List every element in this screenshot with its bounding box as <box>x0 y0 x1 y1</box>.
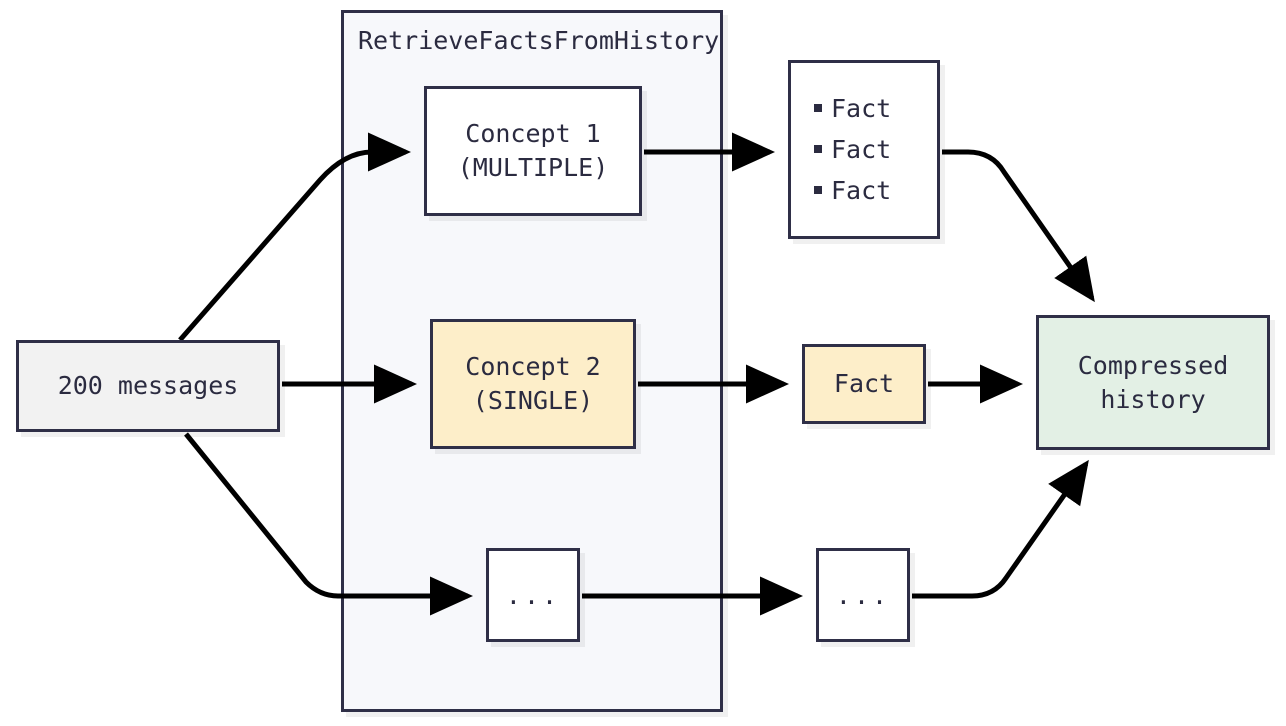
node-concept-1[interactable]: Concept 1 (MULTIPLE) <box>424 86 642 216</box>
edge-fact-list-to-compressed <box>942 149 1095 303</box>
node-fact-list[interactable]: Fact Fact Fact <box>788 60 940 239</box>
fact-list: Fact Fact Fact <box>813 88 891 212</box>
node-compressed-history-line2: history <box>1100 384 1206 414</box>
node-concept-1-cardinality: (MULTIPLE) <box>457 153 609 182</box>
node-ellipsis-facts-label: ... <box>835 580 891 610</box>
list-item: Fact <box>814 129 892 170</box>
fact-list-item-label: Fact <box>831 176 892 206</box>
square-bullet-icon <box>814 186 822 195</box>
square-bullet-icon <box>814 144 822 153</box>
node-ellipsis-concepts-label: ... <box>505 580 561 610</box>
list-item: Fact <box>814 170 892 211</box>
node-compressed-history[interactable]: Compressed history <box>1036 315 1270 450</box>
node-concept-2-title: Concept 2 <box>465 352 601 382</box>
node-ellipsis-facts[interactable]: ... <box>816 548 910 642</box>
edge-dots-outer-to-compressed <box>912 459 1089 599</box>
fact-list-item-label: Fact <box>831 134 892 164</box>
node-ellipsis-concepts[interactable]: ... <box>486 548 580 642</box>
list-item: Fact <box>814 88 892 129</box>
node-concept-2-cardinality: (SINGLE) <box>472 386 594 415</box>
node-compressed-history-line1: Compressed <box>1077 350 1229 380</box>
node-200-messages[interactable]: 200 messages <box>16 340 280 432</box>
fact-list-item-label: Fact <box>831 93 892 123</box>
node-concept-2[interactable]: Concept 2 (SINGLE) <box>430 319 636 449</box>
node-fact-single[interactable]: Fact <box>802 344 926 424</box>
node-fact-single-label: Fact <box>833 369 895 399</box>
cluster-title: RetrieveFactsFromHistory <box>358 26 720 55</box>
node-200-messages-label: 200 messages <box>57 371 239 401</box>
node-concept-1-title: Concept 1 <box>465 119 601 149</box>
square-bullet-icon <box>814 103 822 112</box>
